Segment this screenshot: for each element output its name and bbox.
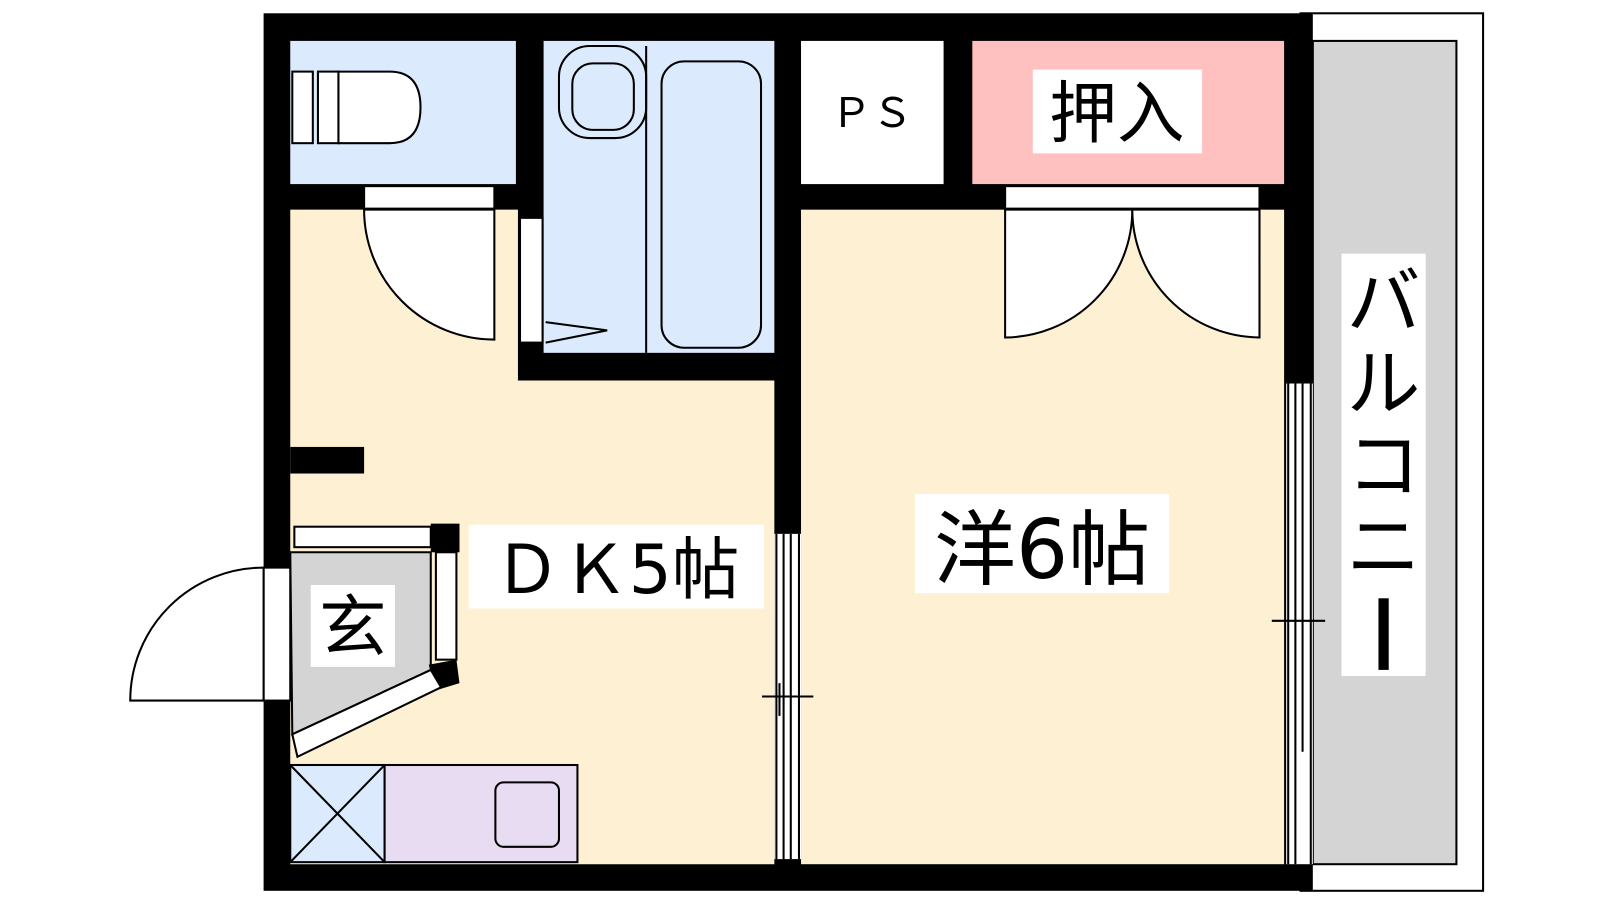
sliding-door-inner[interactable] (762, 533, 814, 860)
entrance-door-gap (262, 566, 292, 702)
balcony-char: ル (1347, 342, 1421, 427)
dk-label-text: ＤＫ5帖 (493, 530, 739, 609)
toilet-door-frame (363, 185, 496, 210)
closet-door-right[interactable] (1131, 208, 1261, 339)
balcony-char: バ (1347, 260, 1421, 345)
step-board (291, 668, 443, 759)
entrance-label: 玄 (310, 585, 395, 667)
balcony-char: ニ (1347, 506, 1421, 591)
shoe-shelf-top (293, 525, 432, 549)
sink-cross-icon (289, 764, 386, 863)
shoe-shelf-corner (430, 523, 460, 553)
bath-door[interactable] (518, 216, 544, 344)
closet-label: 押入 (1032, 69, 1203, 154)
toilet-icon (291, 70, 422, 145)
balcony-window[interactable] (1271, 383, 1326, 865)
shoe-shelf-side (434, 551, 458, 661)
wall-stub (290, 446, 365, 474)
western-room-label-text: 洋6帖 (934, 503, 1150, 598)
balcony-char-long-vowel (1378, 598, 1389, 670)
closet-door-left[interactable] (1004, 208, 1134, 339)
western-room-label: 洋6帖 (914, 493, 1170, 598)
bathtub-icon (557, 45, 763, 353)
toilet-door[interactable] (363, 208, 496, 341)
stove-icon (494, 781, 560, 848)
bath-door-swing (545, 321, 608, 344)
dk-label: ＤＫ5帖 (468, 524, 765, 609)
balcony-label: バ ル コ ニ (1341, 253, 1426, 677)
bath-room (543, 40, 775, 353)
ps-label: ＰＳ (831, 89, 913, 137)
balcony-char: コ (1347, 424, 1421, 509)
entrance-door[interactable] (129, 566, 265, 702)
pipe-space (801, 40, 944, 185)
closet-door-frame (1004, 185, 1261, 210)
closet-label-text: 押入 (1049, 74, 1184, 153)
entrance-label-text: 玄 (319, 588, 387, 667)
